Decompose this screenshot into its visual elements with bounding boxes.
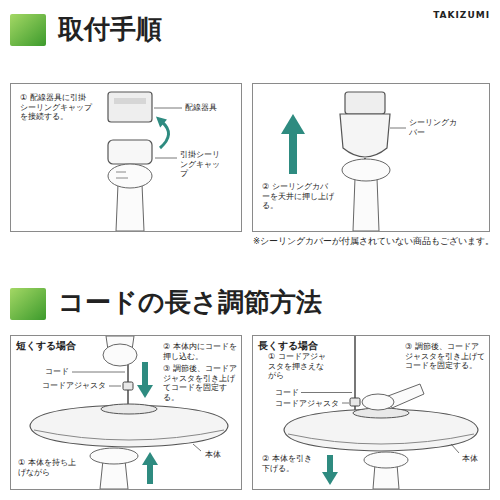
arrow-head bbox=[142, 452, 158, 465]
step-text: ③ 調節後、コードアジャスタを引き上げてコードを固定する。 bbox=[405, 342, 485, 371]
lamp-band bbox=[34, 430, 224, 440]
up-arrow bbox=[147, 464, 153, 484]
hand bbox=[342, 159, 390, 181]
lamp-dome bbox=[101, 404, 157, 414]
hand-wrist bbox=[116, 184, 144, 231]
device-detail bbox=[114, 98, 146, 104]
wiring-device bbox=[108, 92, 152, 122]
finger-lines bbox=[116, 172, 128, 178]
brand-logo: TAKIZUMI bbox=[400, 10, 490, 21]
ceiling-cover bbox=[340, 114, 390, 157]
part-label: コード bbox=[275, 388, 299, 398]
step-text: ② 本体内にコードを押し込む。 bbox=[163, 342, 237, 361]
leader-line bbox=[109, 386, 121, 387]
cord-adjuster bbox=[350, 398, 360, 406]
case-heading: 長くする場合 bbox=[258, 340, 348, 351]
up-arrow bbox=[289, 132, 297, 174]
arrow-head bbox=[322, 472, 338, 485]
section-heading: 取付手順 bbox=[58, 14, 358, 45]
part-label: 引掛シーリングキャップ bbox=[180, 150, 224, 179]
step-panel: 長くする場合① コードアジャスタを押さえながら ③ 調節後、コードアジャスタを引き… bbox=[252, 335, 490, 490]
leader-line bbox=[342, 403, 349, 404]
leader-line bbox=[451, 444, 459, 453]
part-label: 本体 bbox=[205, 450, 221, 460]
arrow-head bbox=[137, 385, 153, 398]
hand bbox=[103, 344, 137, 366]
hand-wrist bbox=[353, 178, 379, 231]
heading-icon bbox=[10, 288, 46, 320]
step-text: ③ 調節後、コードアジャスタを引き上げてコードを固定する。 bbox=[163, 364, 237, 402]
part-label: 本体 bbox=[462, 454, 478, 464]
step-panel: 短くする場合 ② 本体内にコードを押し込む。 ③ 調節後、コードアジャスタを引き上げ… bbox=[10, 335, 242, 490]
arrow-head bbox=[281, 114, 305, 134]
lamp-body bbox=[30, 405, 228, 447]
leader-line bbox=[154, 108, 182, 109]
case-heading: 短くする場合 bbox=[16, 340, 106, 351]
hand bbox=[108, 164, 152, 188]
step-text: ① 配線器具に引掛シーリングキャップを接続する。 bbox=[20, 93, 92, 122]
step-text: ② シーリングカバーを天井に押し上げる。 bbox=[262, 182, 334, 211]
cord-adjuster bbox=[123, 382, 133, 390]
leader-line bbox=[390, 128, 406, 129]
leader-line bbox=[193, 444, 201, 451]
down-arrow bbox=[327, 455, 333, 473]
ceiling-cap bbox=[108, 140, 152, 164]
wiring-device bbox=[345, 92, 385, 114]
leader-line bbox=[72, 372, 125, 373]
part-label: コードアジャスタ bbox=[275, 399, 339, 409]
hand bbox=[362, 394, 394, 410]
step-panel: ② シーリングカバーを天井に押し上げる。 bbox=[252, 83, 490, 232]
hand bbox=[364, 452, 408, 468]
step-text: ① コードアジャスタを押さえながら bbox=[268, 352, 330, 381]
note-text: ※シーリングカバーが付属されていない商品もございます。 bbox=[248, 236, 494, 246]
leader-line bbox=[155, 158, 177, 159]
part-label: コードアジャスタ bbox=[42, 381, 106, 391]
arrow-head bbox=[157, 118, 165, 126]
down-arrow bbox=[142, 362, 148, 386]
section-heading: コードの長さ調節方法 bbox=[58, 287, 478, 318]
heading-icon bbox=[10, 14, 46, 46]
lamp-body bbox=[284, 409, 478, 451]
part-label: シーリングカバー bbox=[409, 118, 457, 137]
part-label: コード bbox=[45, 367, 69, 377]
step-text: ① 本体を持ち上げながら bbox=[18, 458, 82, 477]
leader-line bbox=[301, 392, 352, 393]
part-label: 配線器具 bbox=[185, 103, 235, 113]
hand bbox=[90, 448, 138, 464]
step-text: ② 本体を引き下げる。 bbox=[262, 454, 316, 473]
lamp-band bbox=[288, 434, 474, 444]
